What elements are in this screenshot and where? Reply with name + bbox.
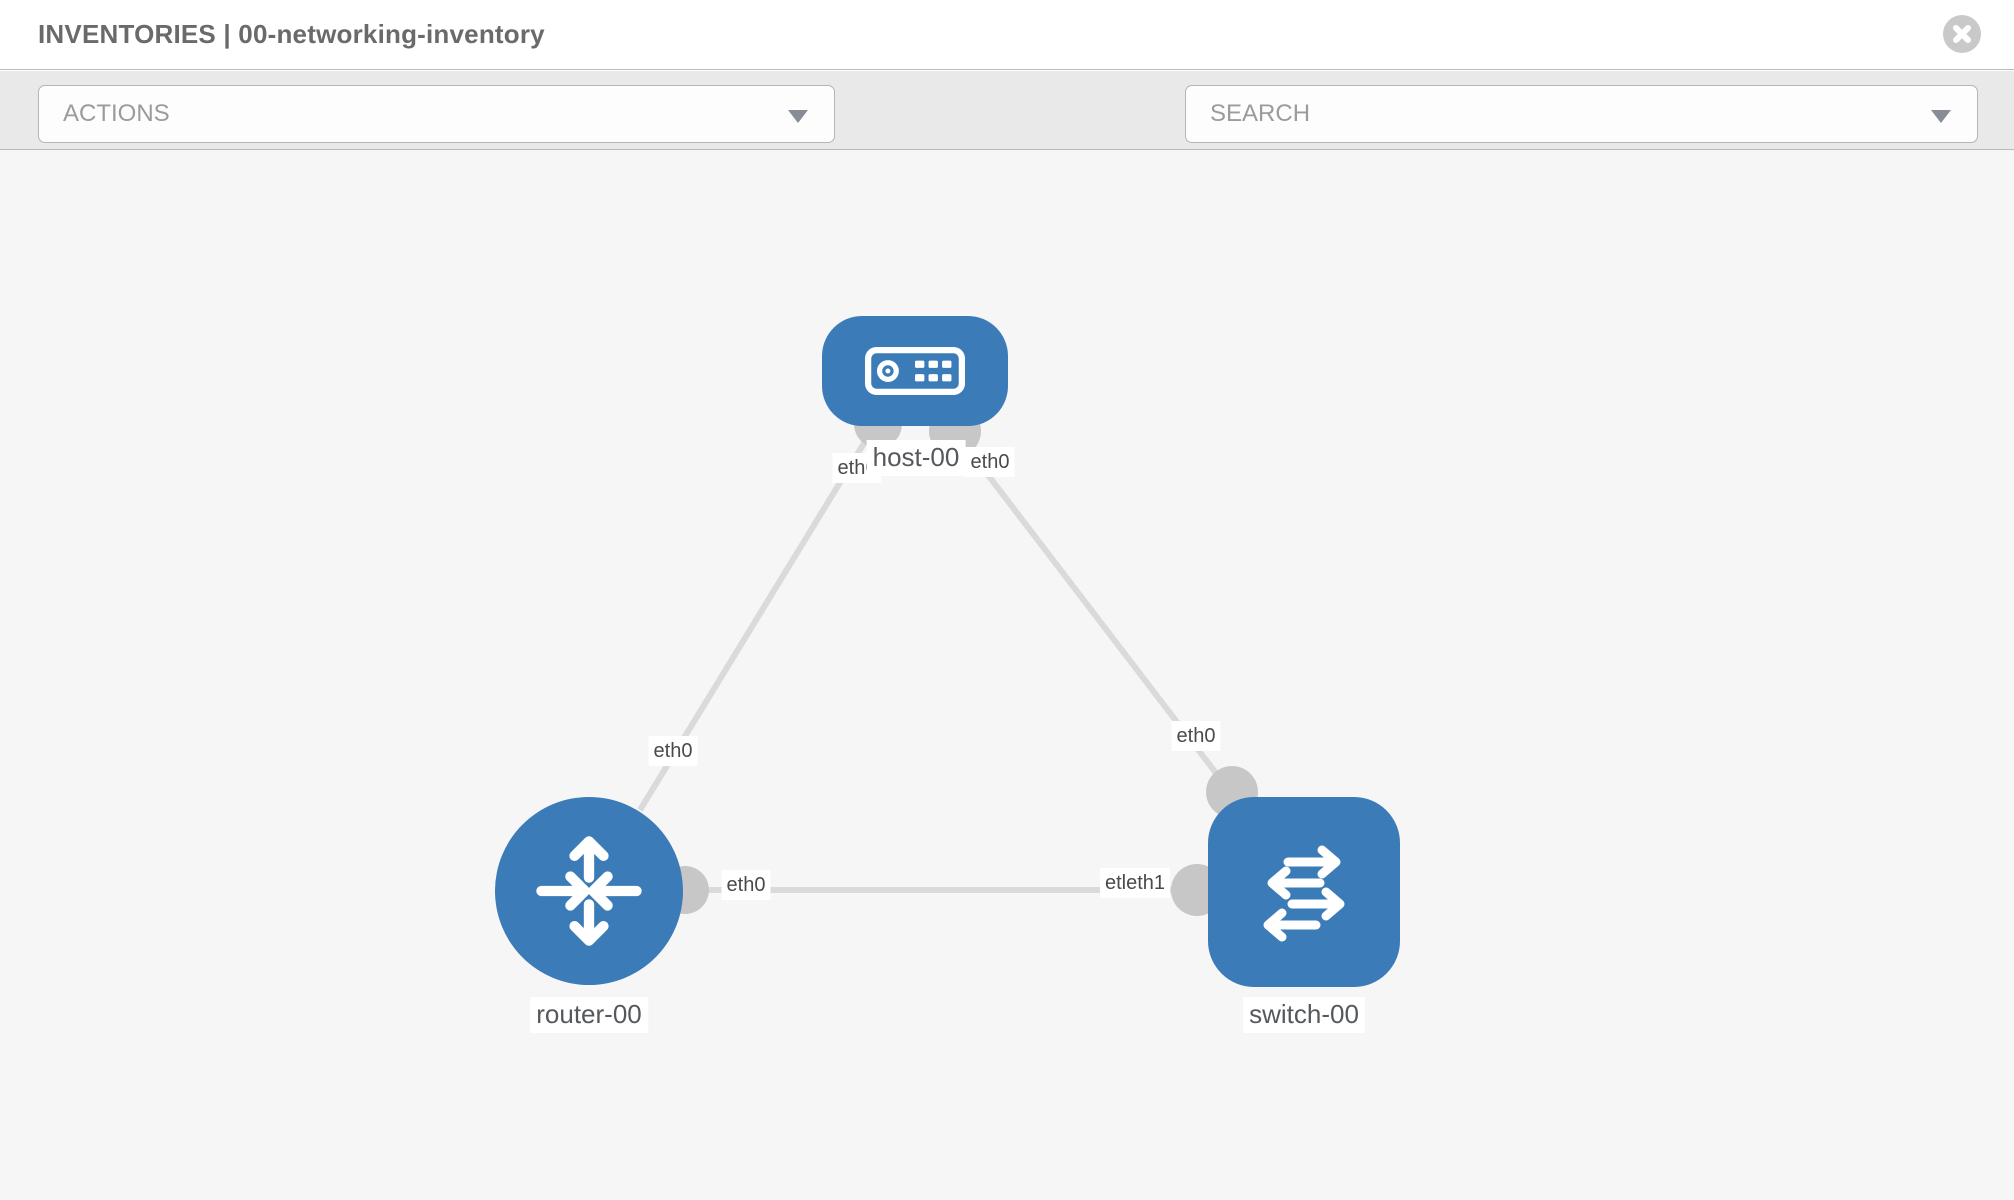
page-title: INVENTORIES | 00-networking-inventory [38,19,545,49]
close-button[interactable] [1943,15,1981,53]
router-arrows-icon [536,836,642,946]
actions-dropdown-label: ACTIONS [63,100,170,127]
actions-dropdown[interactable]: ACTIONS [38,85,835,143]
interface-label: eth0 [1171,721,1221,751]
node-label-switch: switch-00 [1243,997,1365,1033]
node-switch-00[interactable] [1208,797,1400,987]
node-host-00[interactable] [822,316,1008,426]
topology-canvas[interactable]: eth0 eth0 eth0 eth0 eth0 etleth1 host-00… [0,150,2014,1200]
links-layer [637,400,1258,916]
caret-down-icon [1931,110,1951,123]
node-router-00[interactable] [495,797,683,985]
interface-label: etleth1 [1099,868,1171,898]
switch-arrows-icon [1263,845,1345,942]
close-icon [1953,25,1971,43]
interface-label: eth0 [648,736,698,766]
interface-label: eth0 [721,870,771,900]
toolbar: ACTIONS SEARCH [0,71,2014,201]
search-dropdown[interactable]: SEARCH [1185,85,1978,143]
caret-down-icon [788,110,808,123]
search-dropdown-label: SEARCH [1210,100,1311,127]
node-label-router: router-00 [530,997,648,1033]
node-label-host: host-00 [866,440,966,476]
server-icon [865,347,965,395]
header: INVENTORIES | 00-networking-inventory [0,0,2014,70]
interface-label: eth0 [965,447,1015,477]
